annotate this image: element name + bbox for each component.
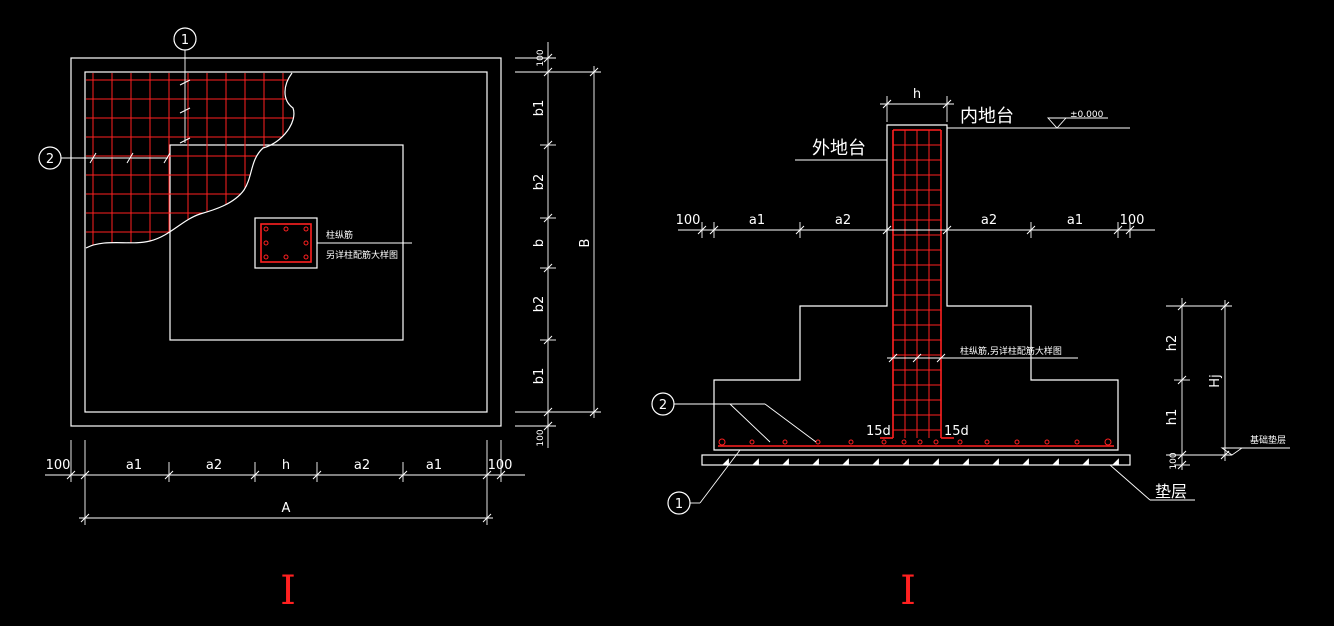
svg-text:◢: ◢ xyxy=(872,457,879,467)
plan-note-line1: 柱纵筋 xyxy=(326,229,353,241)
section-dim-hj: Hj xyxy=(1208,374,1223,387)
plan-note-line2: 另详柱配筋大样图 xyxy=(326,249,398,261)
plan-dim-total-b: B xyxy=(578,239,593,248)
svg-text:◢: ◢ xyxy=(902,457,909,467)
plan-section-mark: I xyxy=(280,568,296,614)
plan-dim-v-0: 100 xyxy=(536,49,546,66)
column-bars xyxy=(263,226,309,260)
section-callout-2-text: 2 xyxy=(659,398,667,413)
svg-text:◢: ◢ xyxy=(962,457,969,467)
callout-1-text: 1 xyxy=(181,33,189,48)
section-dim-v-1: h1 xyxy=(1165,409,1180,426)
section-dim-h-2: a2 xyxy=(835,213,851,228)
break-line xyxy=(85,72,295,249)
label-base: 基础垫层 xyxy=(1250,434,1286,446)
svg-text:◢: ◢ xyxy=(1052,457,1059,467)
pedestal-step-outline xyxy=(169,144,404,341)
label-cushion: 垫层 xyxy=(1155,482,1187,501)
plan-dim-h-5: a1 xyxy=(426,458,442,473)
section-dim-h-0: 100 xyxy=(676,213,701,228)
section-dim-h-1: a1 xyxy=(749,213,765,228)
plan-dim-h-4: a2 xyxy=(354,458,370,473)
footing-inner-outline xyxy=(84,71,488,413)
section-dim-v-0: h2 xyxy=(1165,335,1180,352)
plan-dim-v-3: b xyxy=(532,239,547,247)
section-dim-h: h xyxy=(913,87,921,102)
plan-dim-v-6: 100 xyxy=(536,429,546,446)
section-column-note: 柱纵筋,另详柱配筋大样图 xyxy=(960,345,1062,357)
svg-text:◢: ◢ xyxy=(812,457,819,467)
svg-text:◢: ◢ xyxy=(1082,457,1089,467)
section-dim-v-2: 100 xyxy=(1169,452,1179,469)
level-mark: ±0.000 xyxy=(1070,110,1104,120)
label-outer-floor: 外地台 xyxy=(812,138,866,159)
section-dim-h-4: a1 xyxy=(1067,213,1083,228)
plan-dim-h-0: 100 xyxy=(46,458,71,473)
svg-text:◢: ◢ xyxy=(1022,457,1029,467)
svg-text:◢: ◢ xyxy=(1112,457,1119,467)
section-dim-vertical: h2 h1 100 Hj 基础垫层 xyxy=(1165,298,1290,470)
section-dim-h-3: a2 xyxy=(981,213,997,228)
plan-dim-horizontal: 100 a1 a2 h a2 a1 100 A xyxy=(45,440,525,525)
dim-15d-right: 15d xyxy=(944,424,969,439)
cushion-layer xyxy=(701,454,1131,466)
svg-text:◢: ◢ xyxy=(932,457,939,467)
svg-text:◢: ◢ xyxy=(842,457,849,467)
section-column-cage xyxy=(880,129,954,439)
dim-15d-left: 15d xyxy=(866,424,891,439)
plan-view: 1 2 柱纵筋 另详柱配筋大样图 xyxy=(38,27,601,614)
plan-dim-h-1: a1 xyxy=(126,458,142,473)
svg-text:◢: ◢ xyxy=(782,457,789,467)
svg-text:◢: ◢ xyxy=(752,457,759,467)
callout-2-text: 2 xyxy=(46,152,54,167)
plan-dim-v-2: b2 xyxy=(532,174,547,191)
svg-text:◢: ◢ xyxy=(992,457,999,467)
section-bottom-rebar xyxy=(718,438,1114,447)
section-callout-1-text: 1 xyxy=(675,497,683,512)
plan-dim-h-6: 100 xyxy=(488,458,513,473)
plan-dim-total-a: A xyxy=(282,501,291,516)
section-view: ◢ ◢ ◢ ◢ ◢ ◢ ◢ ◢ ◢ ◢ ◢ ◢ ◢ ◢ xyxy=(651,87,1290,614)
plan-dim-h-2: a2 xyxy=(206,458,222,473)
svg-text:◢: ◢ xyxy=(722,457,729,467)
section-section-mark: I xyxy=(900,568,916,614)
plan-dim-v-4: b2 xyxy=(532,296,547,313)
section-dim-h-5: 100 xyxy=(1120,213,1145,228)
plan-dim-vertical: 100 b1 b2 b b2 b1 100 B xyxy=(515,42,601,448)
base-level-symbol xyxy=(1220,447,1244,456)
footing-profile xyxy=(713,124,1119,451)
section-dim-horizontal: 100 a1 a2 a2 a1 100 xyxy=(676,213,1155,238)
cushion-hatch: ◢ ◢ ◢ ◢ ◢ ◢ ◢ ◢ ◢ ◢ ◢ ◢ ◢ ◢ xyxy=(722,457,1119,467)
plan-dim-v-5: b1 xyxy=(532,368,547,385)
level-symbol xyxy=(1046,117,1068,129)
column-rebar-cage xyxy=(260,223,312,263)
label-inner-floor: 内地台 xyxy=(960,106,1014,127)
footing-outer-outline xyxy=(70,57,502,427)
rebar-mesh xyxy=(86,73,294,248)
plan-dim-v-1: b1 xyxy=(532,100,547,117)
plan-dim-h-3: h xyxy=(282,458,290,473)
